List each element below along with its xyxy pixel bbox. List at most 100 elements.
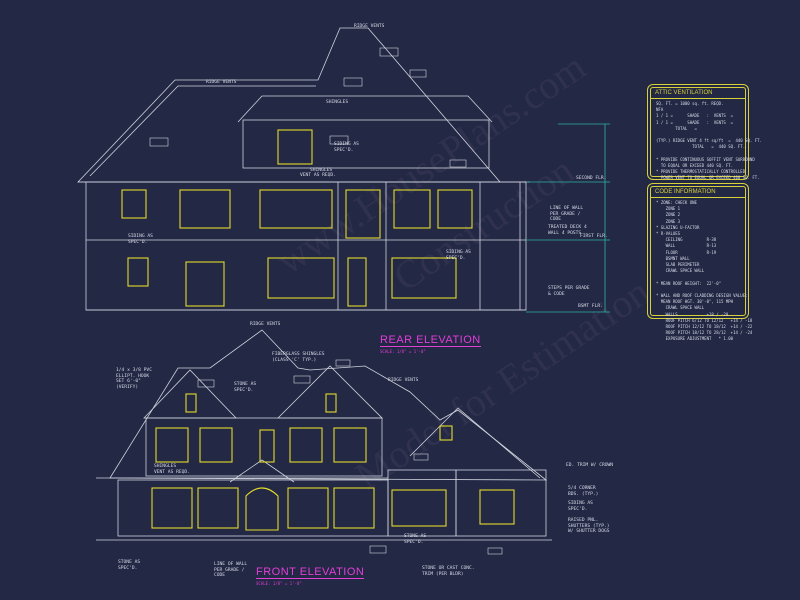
label-line-of-wall: LINE OF WALL PER GRADE / CODE	[550, 206, 584, 223]
front-window	[155, 427, 189, 463]
label-gable-vent: 1/4 x 3/8 PVC ELLIPT. HOOK SET 6'-0" (VE…	[116, 368, 152, 390]
code-line: * WALL AND ROOF CLADDING DESIGN VALUE:	[656, 293, 748, 299]
attic-line: NFA	[656, 107, 664, 113]
rear-scale: SCALE: 1/8" = 1'-0"	[380, 349, 426, 354]
front-window	[199, 427, 233, 463]
front-gable-right	[277, 365, 383, 419]
front-window	[197, 487, 239, 529]
code-information-panel: CODE INFORMATION * ZONE: CHECK ONE ZONE …	[650, 186, 752, 341]
attic-line: * PROVIDE CONTINUOUS SOFFIT VENT SURROUN…	[656, 156, 755, 162]
front-window	[391, 489, 447, 527]
label-ridge-vents-top: RIDGE VENTS	[354, 24, 385, 29]
code-line: ZONE 1	[656, 206, 681, 212]
attic-ventilation-title: ATTIC VENTILATION	[651, 88, 745, 99]
front-window	[333, 427, 367, 463]
code-line: ROOF PITCH 18/12 TO 28/12 +14 / -24	[656, 330, 753, 336]
front-scale: SCALE: 1/8" = 1'-0"	[256, 581, 302, 586]
front-window	[333, 487, 375, 529]
rear-lower-body	[85, 181, 527, 311]
label-ridge-vents-right: RIDGE VENTS	[388, 378, 419, 383]
label-vent: VENT AS REQD.	[300, 173, 336, 178]
rear-french-door	[185, 261, 225, 307]
label-vent-front: VENT AS REQD.	[154, 470, 190, 475]
rear-elevation-title: REAR ELEVATION	[380, 334, 481, 347]
label-stone-lower: STONE AS SPEC'D.	[118, 560, 141, 571]
rear-windows	[121, 129, 473, 307]
front-window	[289, 427, 323, 463]
label-ridge-vents-front: RIDGE VENTS	[250, 322, 281, 327]
rear-window	[127, 257, 149, 287]
code-line: * R-VALUES	[656, 231, 681, 237]
label-second-flr: SECOND FLR.	[576, 176, 607, 181]
label-steps: STEPS PER GRADE & CODE	[548, 286, 590, 297]
front-windows	[151, 393, 515, 531]
level-lines	[526, 123, 610, 313]
code-line: * MEAN ROOF HEIGHT: 22'-0"	[656, 280, 722, 286]
front-garage-bay	[387, 469, 457, 537]
attic-line: SQ. FT. = 1000 sq. ft. REQD.	[656, 101, 724, 106]
code-line: ROOF PITCH 6/12 TO 12/12 +14 / -18	[656, 317, 753, 323]
code-line: WALL R-13	[656, 243, 717, 249]
attic-line: 1 / 1 = SHADE : VENTS =	[656, 119, 734, 125]
code-line: MEAN ROOF HGT. 30'-0", 115 MPH	[656, 299, 734, 305]
attic-ventilation-panel: ATTIC VENTILATION SQ. FT. = 1000 sq. ft.…	[650, 87, 762, 180]
code-information-title: CODE INFORMATION	[651, 187, 745, 198]
front-gable-window	[185, 393, 197, 413]
code-information-lines: * ZONE: CHECK ONE ZONE 1 ZONE 2 ZONE 3* …	[651, 198, 753, 345]
attic-line: (TYP.) RIDGE VENT 4 ft sq/ft = 440 SQ. F…	[656, 138, 762, 144]
front-window	[151, 487, 193, 529]
rear-window	[391, 257, 457, 299]
rear-door	[345, 189, 381, 239]
rear-roof-edge	[89, 85, 316, 177]
front-gable-window	[439, 425, 453, 441]
front-wing-roof	[409, 407, 541, 479]
attic-line: TOTAL = 440 SQ. FT.	[656, 144, 746, 150]
label-ridge-vents-left: RIDGE VENTS	[206, 80, 237, 85]
label-stone-mid: STONE AS SPEC'D.	[404, 534, 427, 545]
label-shingles-mid: SHINGLES	[310, 168, 333, 173]
front-stone-hatches	[197, 359, 503, 555]
rear-window	[179, 189, 231, 229]
label-shingles-front: SHINGLES	[154, 464, 177, 469]
rear-window	[267, 257, 335, 299]
label-siding-upper: SIDING AS SPEC'D.	[334, 142, 359, 153]
rear-window	[277, 129, 313, 165]
attic-line: * PROVIDE THERMOSTATICALLY CONTROLLED	[656, 169, 746, 175]
front-window	[287, 487, 329, 529]
code-line: EXPOSURE ADJUSTMENT * 1.00	[656, 336, 734, 342]
code-line: CEILING R-38	[656, 237, 717, 243]
code-line: * GLAZING U-FACTOR	[656, 224, 700, 230]
code-line: ZONE 3	[656, 218, 681, 224]
rear-window	[437, 189, 473, 229]
code-line: WALLS +18 / -20	[656, 311, 729, 317]
rear-door	[347, 257, 367, 307]
label-siding-front: SIDING AS SPEC'D.	[568, 501, 593, 512]
code-line: CRAWL SPACE WALL	[656, 268, 705, 274]
front-portico	[229, 459, 295, 483]
front-elevation	[96, 329, 552, 555]
attic-line: POWER VENT TO EQUAL OR EXCEED 400 SQ. FT…	[656, 175, 760, 181]
code-line: ZONE 2	[656, 212, 681, 218]
attic-line: TOTAL =	[656, 125, 697, 131]
label-line-of-wall-front: LINE OF WALL PER GRADE / CODE	[214, 562, 248, 579]
attic-line: 1 / 1 = SHADE : VENTS =	[656, 113, 734, 119]
front-window	[259, 429, 275, 463]
rear-main-roof	[77, 27, 501, 183]
front-entry-door	[245, 487, 279, 531]
label-corner-boards: 5/4 CORNER BDS. (TYP.)	[568, 486, 599, 497]
code-line: BSMNT WALL	[656, 255, 690, 261]
rear-window	[259, 189, 333, 229]
label-siding-right: SIDING AS SPEC'D.	[446, 250, 471, 261]
label-first-flr: FIRST FLR.	[580, 234, 608, 239]
label-treated-deck: TREATED DECK 4 WALL 4 POSTS	[548, 225, 587, 236]
front-gable-window	[325, 393, 337, 413]
rear-elevation	[77, 27, 530, 311]
front-upper-body	[145, 417, 383, 477]
label-shingles: SHINGLES	[326, 100, 349, 105]
code-line: SLAB PERIMETER	[656, 262, 700, 268]
front-elevation-title: FRONT ELEVATION	[256, 566, 365, 579]
code-line: * ZONE: CHECK ONE	[656, 200, 697, 205]
rear-window	[121, 189, 147, 219]
